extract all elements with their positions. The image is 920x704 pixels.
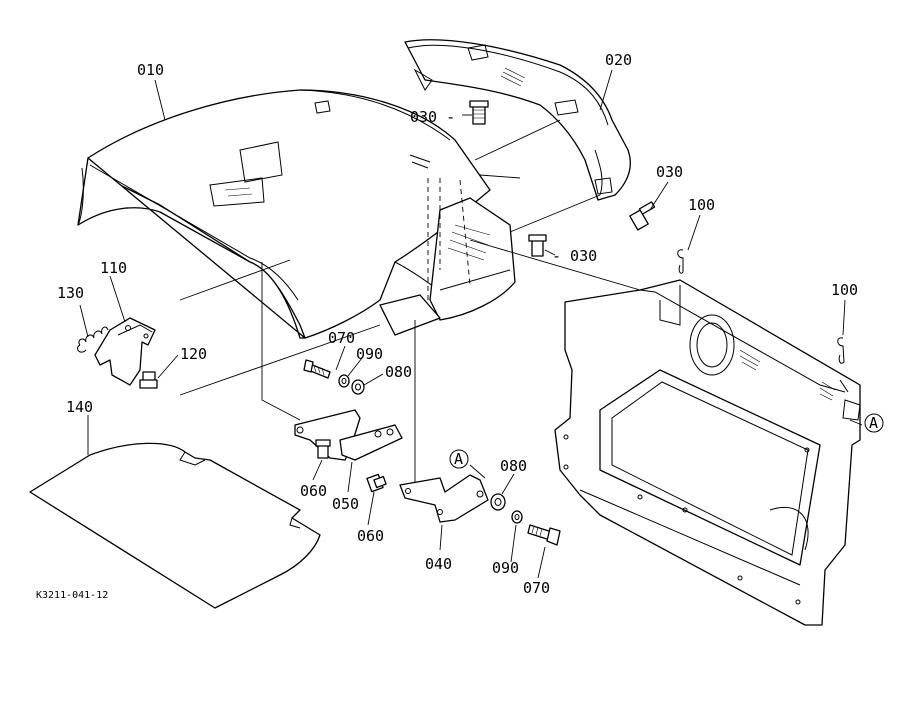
spring-130 bbox=[77, 326, 109, 353]
callout-080-upper: 080 bbox=[385, 363, 412, 381]
callout-090-lower: 090 bbox=[492, 559, 519, 577]
callout-040: 040 bbox=[425, 555, 452, 573]
callout-110: 110 bbox=[100, 259, 127, 277]
callout-050: 050 bbox=[332, 495, 359, 513]
mat-140 bbox=[29, 442, 321, 609]
callout-130: 130 bbox=[57, 284, 84, 302]
clip-100-right bbox=[837, 337, 845, 364]
hinge-040 bbox=[399, 474, 489, 523]
bolt-120 bbox=[139, 371, 158, 389]
reference-circle-a-1 bbox=[449, 449, 469, 469]
bolt-070-upper bbox=[303, 359, 331, 379]
rear-frame-panel bbox=[554, 279, 861, 626]
washer-090-lower bbox=[511, 510, 523, 524]
bolt-030-center bbox=[528, 234, 547, 257]
drawing-code: K3211-041-12 bbox=[36, 590, 108, 601]
callout-090-upper: 090 bbox=[356, 345, 383, 363]
callout-120: 120 bbox=[180, 345, 207, 363]
hinge-050 bbox=[294, 409, 403, 461]
bolt-060-left bbox=[315, 439, 331, 459]
callout-070-lower: 070 bbox=[523, 579, 550, 597]
washer-080-upper bbox=[351, 379, 365, 395]
reference-label-a-2: A bbox=[869, 414, 878, 432]
washer-080-lower bbox=[490, 493, 506, 511]
latch-bracket-110 bbox=[94, 317, 156, 386]
callout-080-lower: 080 bbox=[500, 457, 527, 475]
reference-circle-a-2 bbox=[864, 413, 884, 433]
bolt-060-right bbox=[366, 473, 387, 493]
callout-030-center: - 030 bbox=[552, 247, 597, 265]
bolt-030-top bbox=[469, 100, 489, 125]
callout-010: 010 bbox=[137, 61, 164, 79]
callout-070-upper: 070 bbox=[328, 329, 355, 347]
callout-060-right: 060 bbox=[357, 527, 384, 545]
washer-090-upper bbox=[338, 374, 350, 388]
callout-140: 140 bbox=[66, 398, 93, 416]
callout-100-right: 100 bbox=[831, 281, 858, 299]
clip-100-left bbox=[677, 249, 684, 274]
bolt-030-right bbox=[629, 201, 656, 231]
callout-100-left: 100 bbox=[688, 196, 715, 214]
reference-label-a-1: A bbox=[454, 450, 463, 468]
callout-020: 020 bbox=[605, 51, 632, 69]
bolt-070-lower bbox=[527, 524, 561, 546]
callout-030-right: 030 bbox=[656, 163, 683, 181]
rear-cover-020 bbox=[404, 39, 631, 201]
hood-010 bbox=[77, 89, 516, 339]
callout-030-top: 030 - bbox=[410, 108, 455, 126]
callout-060-left: 060 bbox=[300, 482, 327, 500]
